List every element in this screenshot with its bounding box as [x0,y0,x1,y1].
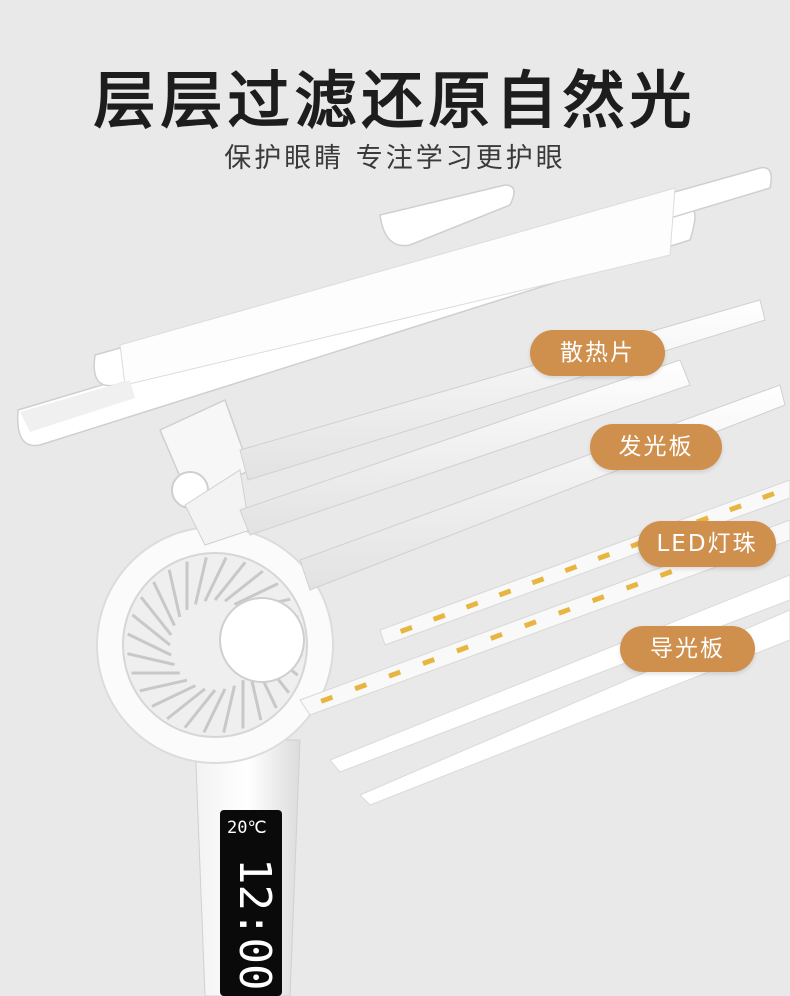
led-bead [498,588,512,598]
fan-blade [222,685,236,733]
label-light-panel: 发光板 [590,424,722,470]
led-bead [422,657,436,666]
fan-blade [233,582,279,606]
fan-blade [202,688,227,733]
clock-readout: 12:00 [229,858,278,991]
fan-blade [166,687,206,721]
page-title: 层层过滤还原自然光 [93,64,697,137]
led-bead [761,491,775,501]
led-bead [625,581,639,591]
led-bead [564,564,578,574]
led-bead [523,619,537,629]
led-bead [728,503,742,513]
fan-blade [139,678,188,693]
lamp-head [16,166,772,447]
led-bead [557,606,571,616]
lamp-hinge [159,398,251,546]
fan-blade [183,689,217,729]
led-bead [388,669,402,679]
led-bead [432,612,446,622]
fan-blade [213,561,247,601]
led-bead [320,694,334,704]
fan-blade [152,581,176,627]
led-bead [465,600,479,610]
label-led-beads: LED灯珠 [638,521,776,567]
led-bead [597,552,611,561]
fan-blade [167,569,182,618]
fan-blade [127,632,172,657]
led-bead [531,576,545,586]
label-light-guide: 导光板 [620,626,755,672]
lcd-display [220,810,282,996]
fan-blade [194,557,208,605]
lcd-readout: 20℃ 12:00 [222,816,278,996]
page-subtitle: 保护眼睛 专注学习更护眼 [224,143,566,174]
fan-icon [96,526,334,764]
led-bead [591,594,605,604]
label-heat-sink: 散热片 [530,330,665,376]
led-bead [659,569,673,578]
fan-blade [151,684,197,708]
fan-blade [139,596,173,636]
temperature-readout: 20℃ [227,818,267,838]
led-strip-lower [299,519,790,716]
led-bead [399,625,413,634]
fan-blade [131,613,171,647]
fan-blade [203,557,228,602]
led-bead [456,644,470,654]
fan-blade [127,652,175,666]
fan-blade [224,569,264,603]
led-bead [489,631,503,641]
led-bead [354,682,368,692]
